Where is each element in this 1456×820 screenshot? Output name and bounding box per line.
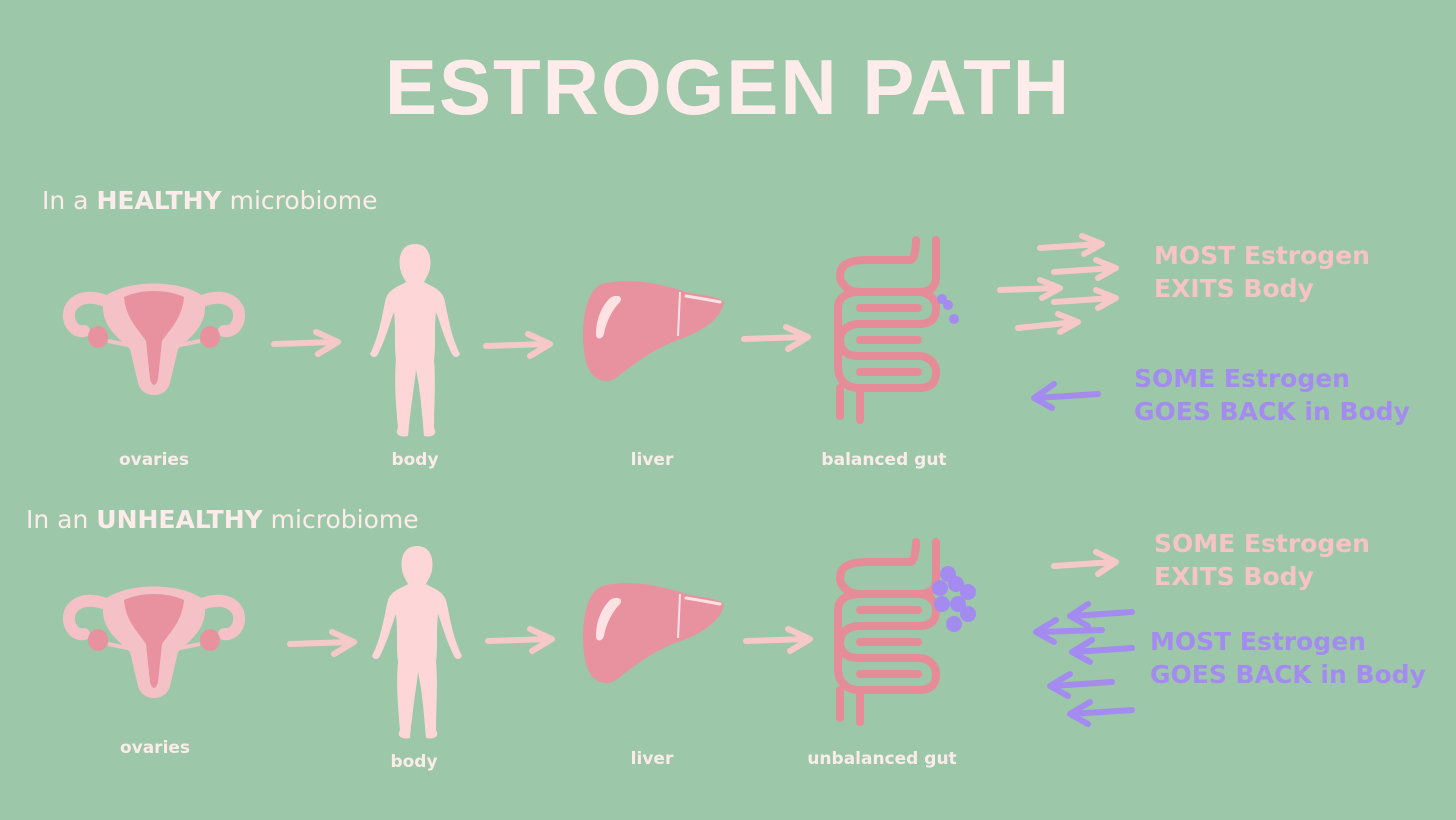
healthy-exit-line-1: MOST Estrogen — [1154, 241, 1370, 270]
healthy-heading-suffix: microbiome — [221, 186, 378, 215]
healthy-exit-line-2: EXITS Body — [1154, 274, 1314, 303]
healthy-heading-prefix: In a — [42, 186, 97, 215]
unhealthy-heading-suffix: microbiome — [262, 505, 419, 534]
unhealthy-exit-line-1: SOME Estrogen — [1154, 529, 1370, 558]
body-silhouette-icon — [372, 546, 462, 739]
unhealthy-label-ovaries: ovaries — [119, 738, 191, 758]
arrow-right-icon — [743, 626, 813, 654]
unhealthy-heading-prefix: In an — [26, 505, 97, 534]
unhealthy-label-gut: unbalanced gut — [807, 749, 957, 769]
unhealthy-label-liver: liver — [630, 749, 674, 769]
unhealthy-back-text: MOST Estrogen GOES BACK in Body — [1150, 625, 1426, 691]
exit-arrows-icon — [997, 233, 1119, 335]
healthy-label-liver: liver — [630, 450, 674, 470]
arrow-right-icon — [741, 324, 811, 352]
gut-icon — [834, 236, 941, 424]
arrow-right-icon — [271, 329, 341, 357]
healthy-back-line-2: GOES BACK in Body — [1134, 397, 1410, 426]
body-silhouette-icon — [370, 244, 460, 437]
liver-icon — [583, 281, 724, 382]
back-arrows-icon — [1033, 601, 1135, 727]
unhealthy-heading: In an UNHEALTHY microbiome — [26, 505, 419, 534]
liver-icon — [583, 583, 724, 684]
arrow-right-icon — [287, 629, 357, 657]
healthy-heading-bold: HEALTHY — [96, 186, 222, 215]
unhealthy-heading-bold: UNHEALTHY — [96, 505, 263, 534]
healthy-heading: In a HEALTHY microbiome — [42, 186, 378, 215]
unhealthy-exit-text: SOME Estrogen EXITS Body — [1154, 527, 1370, 593]
arrow-right-icon — [483, 331, 553, 359]
unhealthy-label-body: body — [390, 752, 438, 772]
ovaries-icon — [63, 586, 245, 698]
bacteria-cluster-icon — [932, 566, 976, 632]
bacteria-icon — [937, 294, 959, 324]
healthy-label-body: body — [391, 450, 439, 470]
arrow-right-icon — [485, 626, 555, 654]
healthy-label-gut: balanced gut — [821, 450, 947, 470]
unhealthy-exit-line-2: EXITS Body — [1154, 562, 1314, 591]
healthy-back-text: SOME Estrogen GOES BACK in Body — [1134, 362, 1410, 428]
exit-arrow-icon — [1051, 549, 1119, 577]
gut-icon — [834, 538, 941, 726]
healthy-label-ovaries: ovaries — [118, 450, 190, 470]
back-arrow-icon — [1031, 381, 1101, 411]
healthy-back-line-1: SOME Estrogen — [1134, 364, 1350, 393]
unhealthy-back-line-1: MOST Estrogen — [1150, 627, 1366, 656]
ovaries-icon — [63, 283, 245, 395]
page-title: ESTROGEN PATH — [384, 43, 1072, 131]
unhealthy-back-line-2: GOES BACK in Body — [1150, 660, 1426, 689]
healthy-exit-text: MOST Estrogen EXITS Body — [1154, 239, 1370, 305]
